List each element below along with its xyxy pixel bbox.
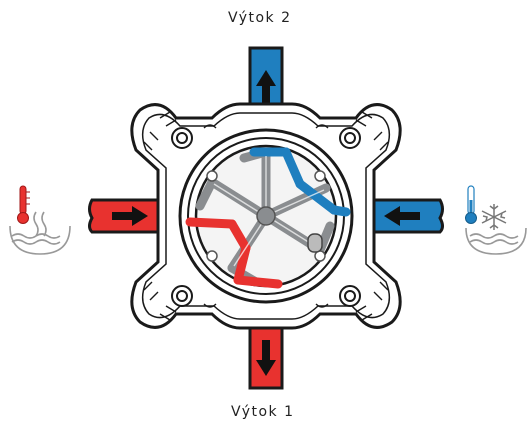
bolt-icon xyxy=(340,286,360,306)
snowflake-icon xyxy=(482,204,506,230)
center-hub xyxy=(257,207,275,225)
thermometer-hot-water-icon xyxy=(10,186,70,254)
bolt-icon xyxy=(340,128,360,148)
thermometer-snowflake-cold-water-icon xyxy=(466,186,527,254)
bolt-icon xyxy=(172,128,192,148)
screw-icon xyxy=(207,251,217,261)
screw-icon xyxy=(315,171,325,181)
outlet-label-bottom: Výtok 1 xyxy=(231,404,295,420)
outlet-label-top: Výtok 2 xyxy=(228,10,292,26)
screw-icon xyxy=(207,171,217,181)
sensor-capsule xyxy=(308,234,322,252)
bolt-icon xyxy=(172,286,192,306)
